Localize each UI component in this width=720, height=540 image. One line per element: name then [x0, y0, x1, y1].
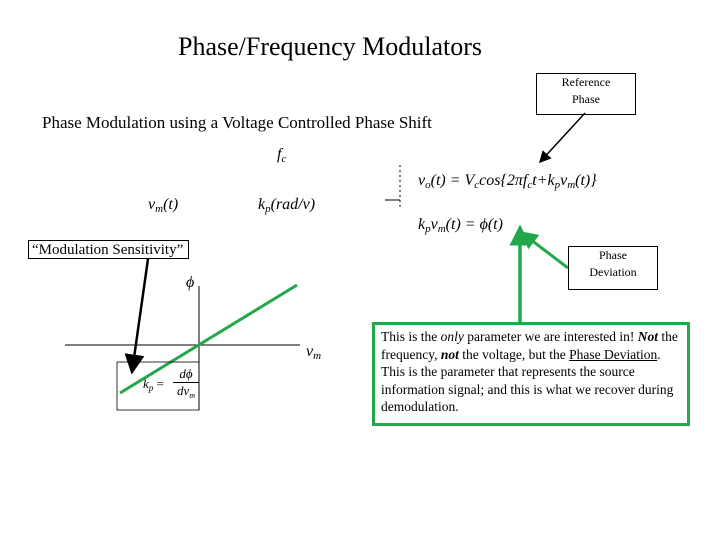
formula-num: dϕ: [173, 366, 199, 383]
page-title: Phase/Frequency Modulators: [177, 32, 482, 61]
oe-m-sub: m: [567, 179, 576, 191]
phase-deviation-note: This is the only parameter we are intere…: [372, 322, 690, 426]
deviation-equation: kpvm(t) = ϕ(t): [418, 216, 503, 235]
note-not1: Not: [637, 329, 659, 344]
formula-lhs: k: [143, 376, 149, 391]
vm-main: v: [148, 196, 156, 213]
graph-x-label: vm: [306, 343, 321, 362]
fc-sub: c: [281, 153, 287, 165]
output-equation: vo(t) = Vccos{2πfct+kpvm(t)}: [418, 172, 597, 191]
vm-sub: m: [155, 203, 164, 215]
phase-deviation-line1: Phase: [599, 248, 627, 262]
reference-phase-callout: Reference Phase: [536, 73, 636, 115]
note-only: only: [440, 329, 464, 344]
oe-c-sub: c: [474, 179, 480, 191]
fc-main: f: [277, 146, 282, 163]
formula-eq: =: [156, 376, 164, 391]
xlabel-main: v: [306, 343, 314, 360]
de-v: v: [430, 216, 438, 233]
de-m-sub: m: [437, 223, 446, 235]
oe-p2: cos{2πf: [479, 172, 528, 189]
xlabel-sub: m: [313, 350, 322, 362]
note-t2: parameter we are interested in!: [463, 329, 638, 344]
oe-v: v: [418, 172, 426, 189]
graph-formula-box: [116, 361, 200, 411]
kp-block-label: kp(rad/v): [258, 196, 315, 215]
formula-den: dvm: [173, 383, 199, 404]
note-t4: the voltage, but the: [458, 346, 570, 362]
note-phase-deviation: Phase Deviation: [569, 346, 658, 362]
modulation-sensitivity-callout: “Modulation Sensitivity”: [28, 240, 189, 259]
reference-phase-line1: Reference: [561, 75, 611, 89]
graph-characteristic-line: [119, 283, 298, 395]
note-t1: This is the: [381, 329, 441, 344]
de-p-sub: p: [425, 223, 431, 235]
note-not2: not: [440, 346, 459, 362]
kp-rest: (rad/v): [270, 196, 316, 213]
formula-lhs-sub: p: [148, 383, 154, 393]
oe-p5: (t)}: [575, 172, 597, 189]
oe-p4: v: [560, 172, 568, 189]
oe-c-sub2: c: [527, 179, 533, 191]
oe-p1: (t) = V: [430, 172, 475, 189]
sensitivity-pointer: [124, 258, 150, 375]
oe-p3: t+k: [532, 172, 555, 189]
kp-main: k: [258, 196, 266, 213]
phase-deviation-line2: Deviation: [589, 265, 637, 279]
note-t5: . This is the parameter that represents …: [381, 346, 674, 415]
reference-phase-line2: Phase: [572, 92, 600, 106]
section-subtitle: Phase Modulation using a Voltage Control…: [42, 113, 432, 132]
vm-input-label: vm(t): [148, 196, 178, 215]
formula-den-main: dv: [176, 383, 190, 398]
reference-pointer: [538, 112, 586, 164]
deviation-pointer: [519, 231, 569, 270]
vm-rest: (t): [163, 196, 179, 213]
phase-deviation-callout: Phase Deviation: [568, 246, 658, 290]
oe-p-sub: p: [554, 179, 561, 191]
graph-y-label: ϕ: [186, 274, 195, 291]
formula-den-sub: m: [189, 391, 196, 400]
note-t3: the frequency,: [381, 329, 678, 362]
kp-sub: p: [265, 203, 271, 215]
de-k: k: [418, 216, 426, 233]
oe-o-sub: o: [425, 179, 431, 191]
fc-label: fc: [277, 146, 286, 165]
de-rest: (t) = ϕ(t): [445, 216, 503, 233]
